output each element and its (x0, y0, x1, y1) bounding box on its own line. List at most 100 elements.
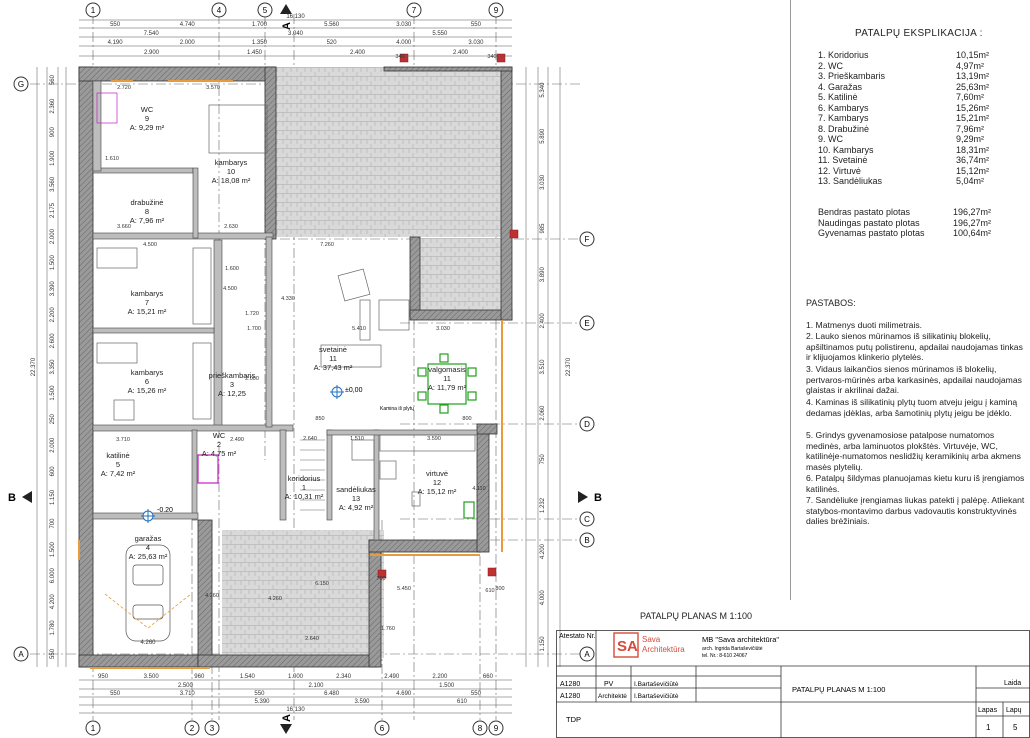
svg-text:5: 5 (263, 6, 268, 15)
room-area-9: A: 4,75 m² (202, 449, 237, 458)
dim-left-18: 1.500 (50, 541, 56, 557)
room-name-8: katilinė (106, 451, 129, 460)
room-number-13: 4 (146, 543, 150, 552)
room-number-12: 12 (433, 478, 441, 487)
svg-text:9: 9 (494, 6, 499, 15)
total-name: Naudingas pastato plotas (818, 217, 920, 228)
dim-top-r4-2: 1.350 (252, 40, 268, 46)
axis-bubble-left-a: A (13, 646, 29, 662)
dim-top-r2-4: 3.030 (396, 22, 412, 28)
room-name-13: garažas (135, 534, 162, 543)
dim-top-total-0: 16.130 (286, 14, 305, 20)
explication-room-name: 5. Katilinė (818, 92, 858, 102)
explication-room-name: 6. Kambarys (818, 102, 869, 113)
explication-room-area: 5,04m² (956, 176, 985, 186)
note-item: 1. Matmenys duoti milimetrais. (806, 320, 923, 330)
axis-bubble-right-e: E (579, 315, 595, 331)
dim-inner-23: 6.150 (315, 581, 329, 587)
dim-right-11: 4.000 (540, 590, 546, 606)
room-number-5: 3 (230, 380, 234, 389)
dim-inner-8: 3.030 (436, 326, 450, 332)
dim-inner-24: 4.260 (205, 593, 219, 599)
logo-text-1: Sava (642, 635, 661, 644)
dim-left-20: 4.200 (50, 594, 56, 610)
axis-bubble-top-1: 1 (85, 2, 101, 18)
section-b-right: B (594, 492, 602, 504)
dim-inner-30: 2.640 (305, 636, 319, 642)
dim-top-r2-5: 550 (471, 22, 482, 28)
dim-bot-r2-2: 1.500 (439, 683, 455, 689)
svg-text:1: 1 (91, 724, 96, 733)
terrace-stone-areas (222, 67, 512, 658)
explication-room-area: 9,29m² (956, 134, 985, 144)
axis-bubble-right-d: D (579, 416, 595, 432)
svg-text:A: A (18, 650, 24, 659)
stamp-firm: MB "Sava architektūra" (702, 635, 779, 644)
stamp-row1-person: I.Bartaševičiūtė (634, 681, 679, 688)
dim-bot-r3-1: 3.710 (180, 691, 196, 697)
dim-left-10: 2.600 (50, 333, 56, 349)
room-name-5: prieškambaris (209, 371, 256, 380)
dim-right-5: 2.400 (540, 313, 546, 329)
dim-bot-r3-3: 6.480 (324, 691, 340, 697)
room-number-3: 7 (145, 298, 149, 307)
dim-right-0: 5.340 (540, 82, 546, 98)
dim-inner-32: 1.760 (381, 626, 395, 632)
dim-bot-r2-0: 2.500 (178, 683, 194, 689)
dim-top-r3-0: 7.540 (144, 31, 160, 37)
svg-text:9: 9 (494, 724, 499, 733)
explication-title: PATALPŲ EKSPLIKACIJA : (855, 28, 983, 39)
dim-bot-r1-1: 3.500 (144, 674, 160, 680)
dim-left-11: 3.350 (50, 359, 56, 375)
axis-bubble-bottom-8: 8 (472, 720, 488, 736)
stamp-row1-role: PV (604, 681, 614, 688)
explication-room-name: 11. Svetainė (818, 155, 868, 165)
dim-bot-r3-2: 550 (254, 691, 265, 697)
dim-inner-11: 2.490 (230, 437, 244, 443)
explication-room-name: 12. Virtuvė (818, 165, 861, 176)
dim-bot-r1-7: 2.200 (432, 674, 448, 680)
dim-inner-9: 1.700 (247, 326, 261, 332)
dim-left-13: 250 (50, 414, 56, 425)
dim-right-4: 3.890 (540, 267, 546, 283)
room-area-0: A: 9,29 m² (130, 123, 165, 132)
explication-room-name: 2. WC (818, 60, 844, 71)
room-area-13: A: 25,63 m² (129, 552, 168, 561)
svg-text:2: 2 (190, 724, 195, 733)
total-area: 196,27m² (953, 207, 992, 217)
dim-top-r5-2: 2.400 (350, 50, 366, 56)
room-number-11: 13 (352, 494, 360, 503)
dim-bot-r1-2: 960 (194, 674, 205, 680)
room-number-8: 5 (116, 460, 120, 469)
svg-text:8: 8 (478, 724, 483, 733)
svg-text:-0.20: -0.20 (157, 507, 173, 514)
dim-left-19: 6.000 (50, 568, 56, 584)
dim-left-14: 2.000 (50, 437, 56, 453)
svg-text:D: D (584, 420, 590, 429)
room-name-3: kambarys (131, 289, 164, 298)
dim-left-6: 2.000 (50, 228, 56, 244)
dim-top-r2-0: 550 (110, 22, 121, 28)
room-area-7: A: 11,79 m² (428, 383, 467, 392)
explication-room-name: 3. Prieškambaris (818, 71, 886, 81)
svg-text:1: 1 (91, 6, 96, 15)
dim-top-r2-3: 5.560 (324, 22, 340, 28)
dim-bot-r1-3: 1.540 (240, 674, 256, 680)
level-markers: ±0,00 -0.20 (141, 385, 363, 523)
dim-inner-27: 340 (487, 54, 496, 60)
axis-bubble-top-4: 4 (211, 2, 227, 18)
dim-inner-29: 700 (376, 576, 385, 582)
dim-inner-25: 5.450 (397, 586, 411, 592)
dim-inner-3: 3.660 (117, 224, 131, 230)
garage-car-icon (125, 544, 171, 642)
axis-bubble-bottom-1: 1 (85, 720, 101, 736)
stamp-row2-role: Architektė (598, 693, 627, 700)
stamp-lapu-label: Lapų (1006, 707, 1022, 714)
dim-top-r5-3: 2.400 (453, 50, 469, 56)
stamp-lapas-label: Lapas (978, 707, 998, 714)
dim-left-12: 1.500 (50, 385, 56, 401)
dim-bot-r1-0: 950 (98, 674, 109, 680)
room-number-1: 10 (227, 167, 235, 176)
room-area-3: A: 15,21 m² (128, 307, 167, 316)
dim-inner-14: 3.590 (427, 436, 441, 442)
